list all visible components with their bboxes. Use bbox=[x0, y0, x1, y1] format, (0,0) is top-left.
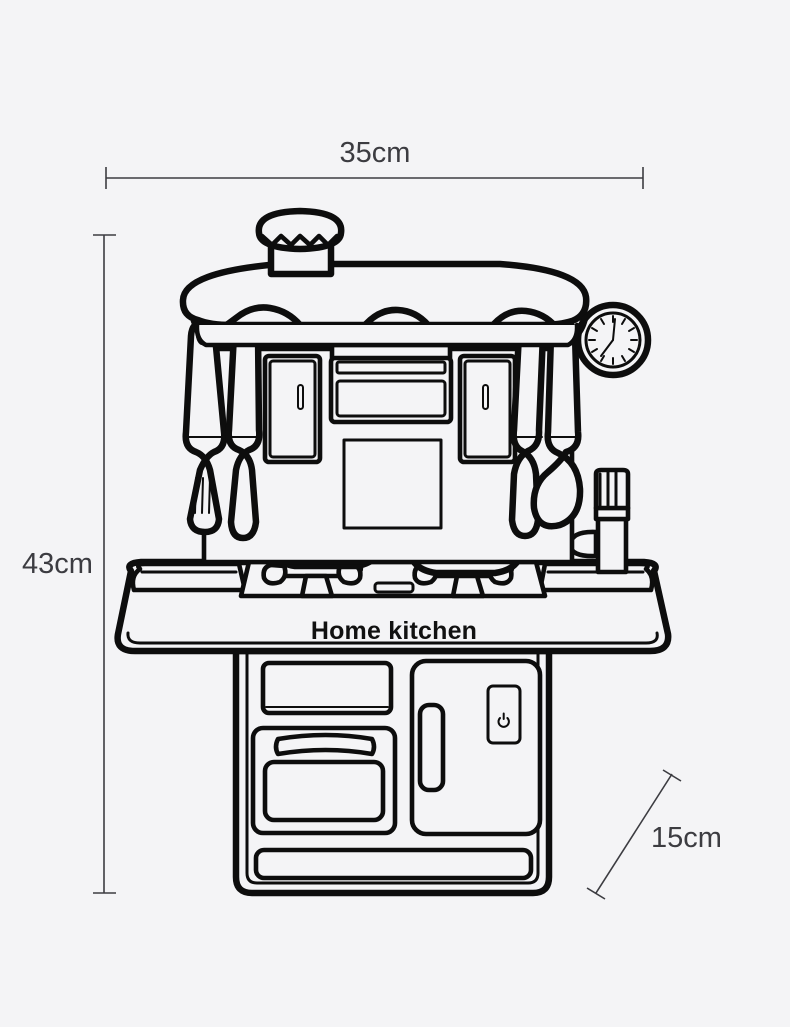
hood-lower-band bbox=[194, 322, 580, 348]
burner-right-grate-c bbox=[450, 573, 486, 599]
faucet-head bbox=[593, 467, 631, 511]
oven-handle bbox=[273, 732, 377, 757]
clock-hour-hand bbox=[600, 339, 614, 357]
sink-faucet bbox=[567, 467, 631, 575]
height-dimension: 43cm bbox=[22, 234, 116, 894]
left-cabinet-handle bbox=[297, 384, 304, 410]
toy-kitchen-illustration: Home kitchen bbox=[114, 207, 672, 897]
depth-dimension-cap-top bbox=[662, 769, 682, 782]
brand-label: Home kitchen bbox=[311, 617, 477, 645]
clock-ticks bbox=[588, 315, 638, 365]
splash-back-panel bbox=[342, 438, 443, 530]
left-sink-basin bbox=[130, 561, 248, 593]
fridge-handle bbox=[417, 702, 446, 793]
faucet-ribs bbox=[598, 470, 618, 508]
counter-front-edge bbox=[126, 631, 659, 645]
right-cabinet-handle bbox=[482, 384, 489, 410]
lower-cabinet bbox=[232, 647, 553, 897]
range-hood bbox=[179, 260, 590, 348]
ladle-utensil bbox=[530, 318, 584, 530]
wall-clock bbox=[574, 301, 652, 379]
depth-dimension-cap-bottom bbox=[586, 887, 606, 900]
width-dimension: 35cm bbox=[105, 137, 644, 189]
faucet-body bbox=[595, 516, 629, 575]
utensils-left bbox=[182, 316, 263, 542]
bottom-panel bbox=[253, 847, 534, 881]
power-icon bbox=[497, 712, 510, 728]
back-wall-unit bbox=[201, 342, 575, 565]
height-dimension-label: 43cm bbox=[22, 548, 93, 580]
spatula-utensil bbox=[225, 316, 263, 542]
width-dimension-label: 35cm bbox=[340, 137, 411, 169]
clock-minute-hand bbox=[612, 318, 616, 341]
chimney-zigzag-trim bbox=[259, 233, 340, 248]
hood-scallop-trim bbox=[190, 304, 589, 343]
oven-window bbox=[262, 759, 386, 823]
burner-left-grate-c bbox=[299, 573, 335, 599]
fork-tines bbox=[194, 477, 211, 514]
chimney bbox=[255, 207, 345, 278]
burner-left-grate-b bbox=[336, 562, 363, 586]
upper-drawer bbox=[260, 660, 394, 716]
depth-dimension-line bbox=[595, 773, 673, 894]
depth-dimension-label: 15cm bbox=[651, 822, 722, 854]
cabinet-inner-outline bbox=[245, 649, 540, 885]
utensils-right bbox=[508, 316, 584, 540]
burner-left-grate-a bbox=[261, 562, 288, 586]
microwave-display bbox=[335, 360, 447, 375]
fork-utensil bbox=[182, 318, 228, 536]
depth-dimension: 15cm bbox=[586, 769, 722, 900]
microwave-window bbox=[335, 379, 447, 418]
counter-top: Home kitchen bbox=[114, 558, 672, 655]
stove-control-slot bbox=[373, 581, 415, 594]
left-wall-cabinet-panel bbox=[268, 359, 317, 459]
